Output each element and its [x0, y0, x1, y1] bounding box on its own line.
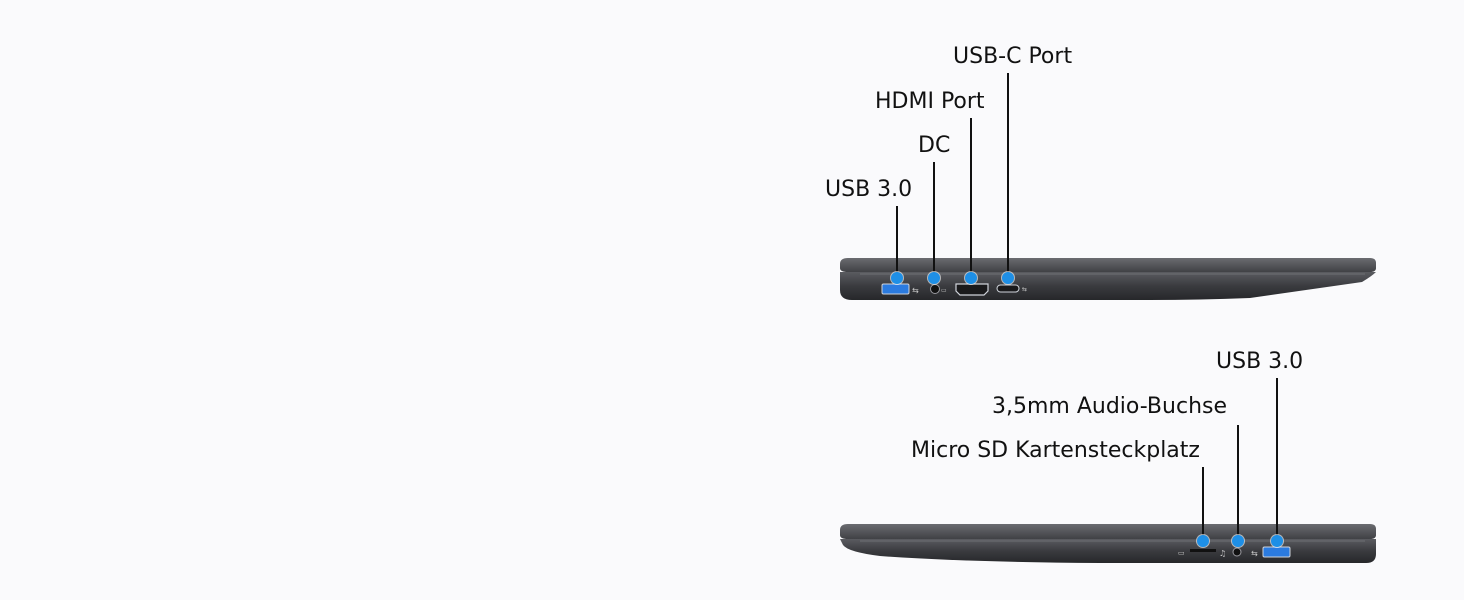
audio-marker [1232, 535, 1244, 547]
laptop-left-side: ⇆ ▭ ⇆ [840, 258, 1376, 300]
svg-text:⇆: ⇆ [1022, 286, 1027, 293]
svg-text:♫: ♫ [1219, 549, 1226, 558]
hdmi-label: HDMI Port [875, 89, 985, 114]
svg-text:▭: ▭ [941, 287, 947, 294]
sd-label: Micro SD Kartensteckplatz [911, 438, 1200, 463]
dc-leader [933, 162, 935, 278]
micro-sd-slot [1190, 549, 1216, 552]
laptop-right-side: ▭ ♫ ⇆ [840, 524, 1376, 563]
usb30-top-marker [891, 272, 903, 284]
svg-text:▭: ▭ [1178, 549, 1185, 557]
usb30-bottom-marker [1271, 535, 1283, 547]
usbc-marker [1002, 272, 1014, 284]
audio-label: 3,5mm Audio-Buchse [992, 394, 1228, 419]
hdmi-marker [965, 272, 977, 284]
dc-jack [930, 284, 940, 294]
usb30-bottom-leader [1276, 378, 1278, 541]
sd-leader [1202, 467, 1204, 541]
svg-text:⇆: ⇆ [912, 286, 919, 295]
audio-leader [1237, 425, 1239, 541]
usb30-port-left [881, 283, 910, 295]
hdmi-port [955, 283, 989, 296]
sd-marker [1197, 535, 1209, 547]
dc-label: DC [918, 133, 951, 158]
hdmi-leader [970, 118, 972, 278]
usb30-bottom-label: USB 3.0 [1216, 349, 1304, 374]
usb30-top-leader [896, 206, 898, 278]
dc-marker [928, 272, 940, 284]
audio-jack [1232, 547, 1242, 557]
usbc-port [996, 284, 1020, 293]
usb30-port-right [1262, 546, 1291, 558]
usbc-leader [1007, 73, 1009, 278]
usbc-label: USB-C Port [953, 44, 1073, 69]
usb30-top-label: USB 3.0 [825, 177, 913, 202]
svg-text:⇆: ⇆ [1251, 549, 1258, 558]
